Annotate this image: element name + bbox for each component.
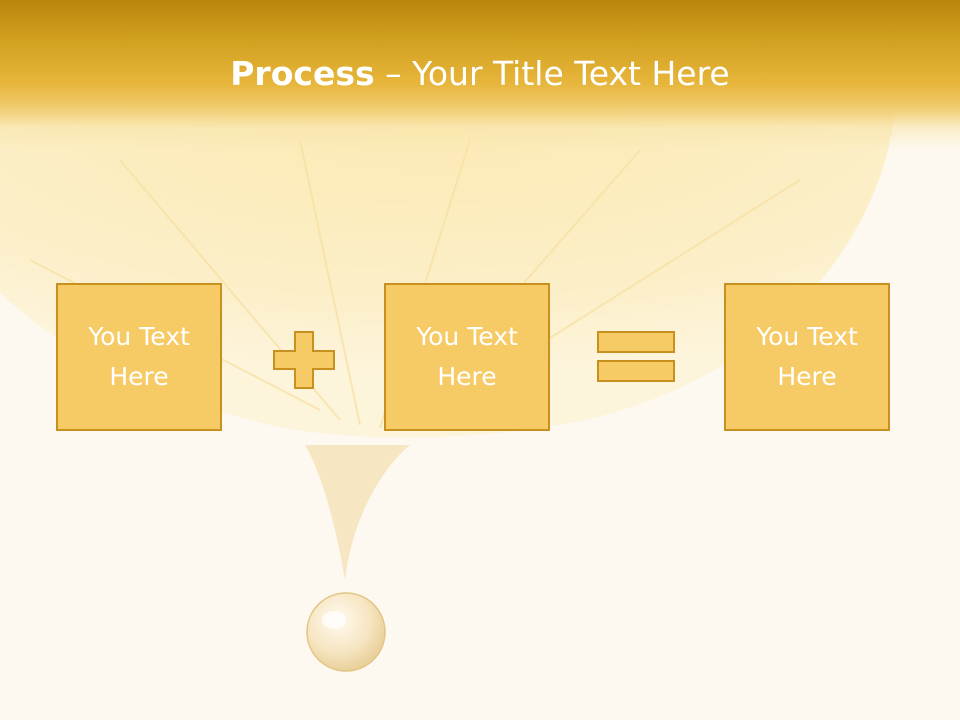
title-bold-part: Process [230,54,375,93]
process-step-box-3: You Text Here [724,283,890,431]
title-separator: – [374,54,413,93]
juice-drip-stream [305,445,410,580]
slide-title: Process – Your Title Text Here [0,52,960,96]
process-step-box-1: You Text Here [56,283,222,431]
title-regular-part: Your Title Text Here [412,54,730,93]
juice-drop-highlight [322,611,346,629]
equals-icon [597,331,675,382]
process-step-box-2: You Text Here [384,283,550,431]
process-step-text-3: You Text Here [756,322,858,391]
header-bar [0,0,960,150]
process-step-text-1: You Text Here [88,322,190,391]
process-step-text-2: You Text Here [416,322,518,391]
juice-drop [306,592,386,672]
plus-icon [273,331,335,389]
lemon-slice-shape [0,110,895,438]
